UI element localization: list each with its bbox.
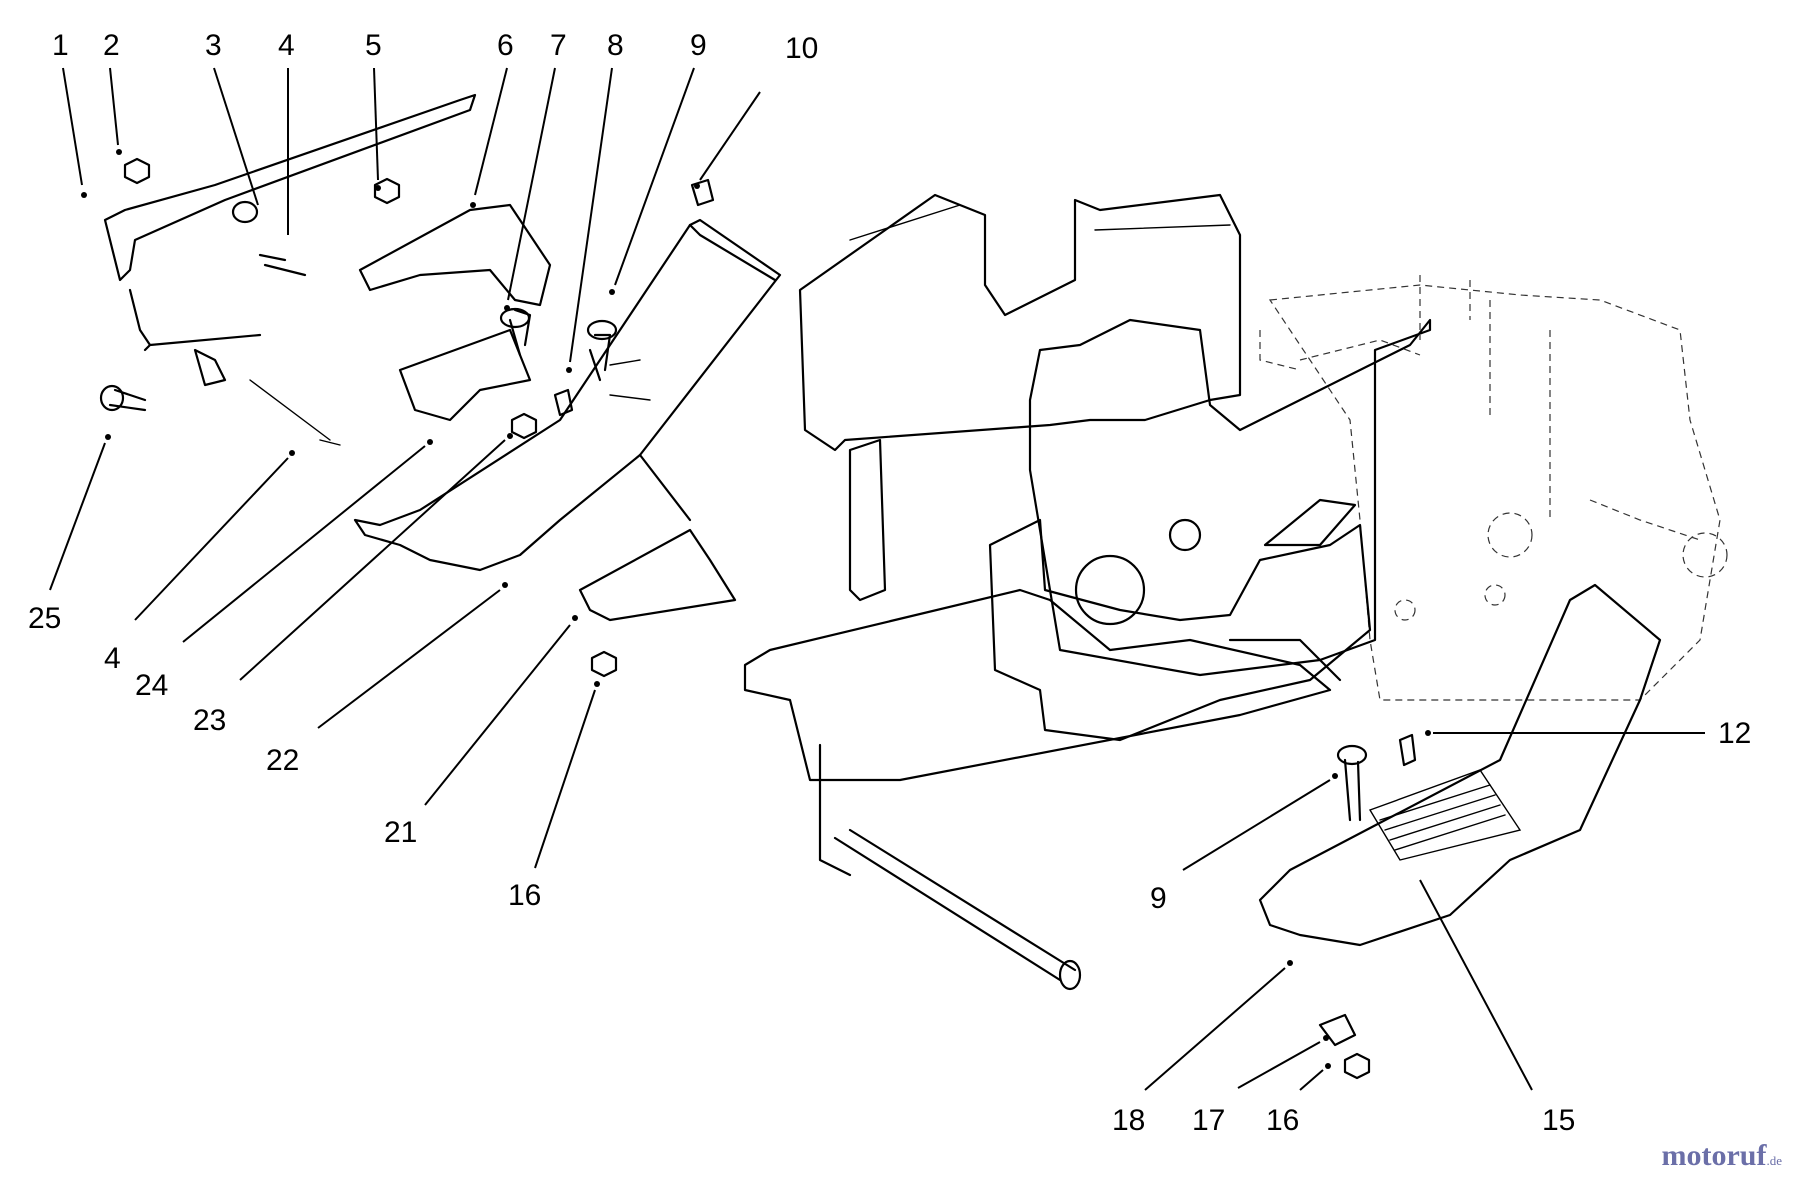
callout-8: 8 <box>566 29 624 373</box>
svg-text:10: 10 <box>785 32 818 65</box>
svg-text:16: 16 <box>1266 1104 1299 1137</box>
svg-text:4: 4 <box>104 642 121 675</box>
callout-16a: 16 <box>508 681 600 912</box>
svg-text:3: 3 <box>205 29 222 62</box>
right-footrest <box>1258 583 1662 947</box>
svg-text:15: 15 <box>1542 1104 1575 1137</box>
svg-text:22: 22 <box>266 744 299 777</box>
svg-text:17: 17 <box>1192 1104 1225 1137</box>
svg-text:9: 9 <box>1150 882 1167 915</box>
brackets <box>358 203 737 622</box>
svg-text:8: 8 <box>607 29 624 62</box>
callout-2: 2 <box>103 29 122 155</box>
callout-18: 18 <box>1112 960 1293 1137</box>
pedal-arm-assembly <box>103 93 477 387</box>
svg-text:5: 5 <box>365 29 382 62</box>
callout-4b: 4 <box>104 450 295 675</box>
callout-16b: 16 <box>1266 1063 1331 1137</box>
svg-text:6: 6 <box>497 29 514 62</box>
left-footrest <box>353 218 782 572</box>
svg-text:2: 2 <box>103 29 120 62</box>
callout-9b: 9 <box>1150 773 1338 915</box>
svg-text:23: 23 <box>193 704 226 737</box>
callout-21: 21 <box>384 615 578 849</box>
watermark-logo: motoruf.de <box>1661 1139 1782 1173</box>
callout-5: 5 <box>365 29 382 191</box>
svg-text:21: 21 <box>384 816 417 849</box>
callout-24: 24 <box>135 439 433 702</box>
callouts: 1 2 3 4 5 6 7 8 <box>28 29 1751 1137</box>
svg-text:12: 12 <box>1718 717 1751 750</box>
svg-text:24: 24 <box>135 669 168 702</box>
callout-3: 3 <box>205 29 259 206</box>
watermark-domain: .de <box>1766 1153 1782 1168</box>
svg-text:1: 1 <box>52 29 69 62</box>
callout-10: 10 <box>694 32 818 189</box>
callout-23: 23 <box>193 433 513 737</box>
callout-1: 1 <box>52 29 87 198</box>
svg-text:25: 25 <box>28 602 61 635</box>
callout-15: 15 <box>1419 879 1575 1137</box>
svg-text:18: 18 <box>1112 1104 1145 1137</box>
main-frame <box>743 193 1432 991</box>
callout-4: 4 <box>278 29 295 235</box>
svg-text:9: 9 <box>690 29 707 62</box>
callout-6: 6 <box>470 29 514 208</box>
callout-7: 7 <box>504 29 567 311</box>
callout-17: 17 <box>1192 1035 1329 1137</box>
svg-text:16: 16 <box>508 879 541 912</box>
svg-text:7: 7 <box>550 29 567 62</box>
callout-12: 12 <box>1425 717 1751 750</box>
svg-text:4: 4 <box>278 29 295 62</box>
watermark-brand: motoruf <box>1661 1139 1767 1172</box>
callout-25: 25 <box>28 434 111 635</box>
callout-22: 22 <box>266 582 508 777</box>
hardware <box>99 157 1417 1080</box>
callout-9a: 9 <box>609 29 707 295</box>
